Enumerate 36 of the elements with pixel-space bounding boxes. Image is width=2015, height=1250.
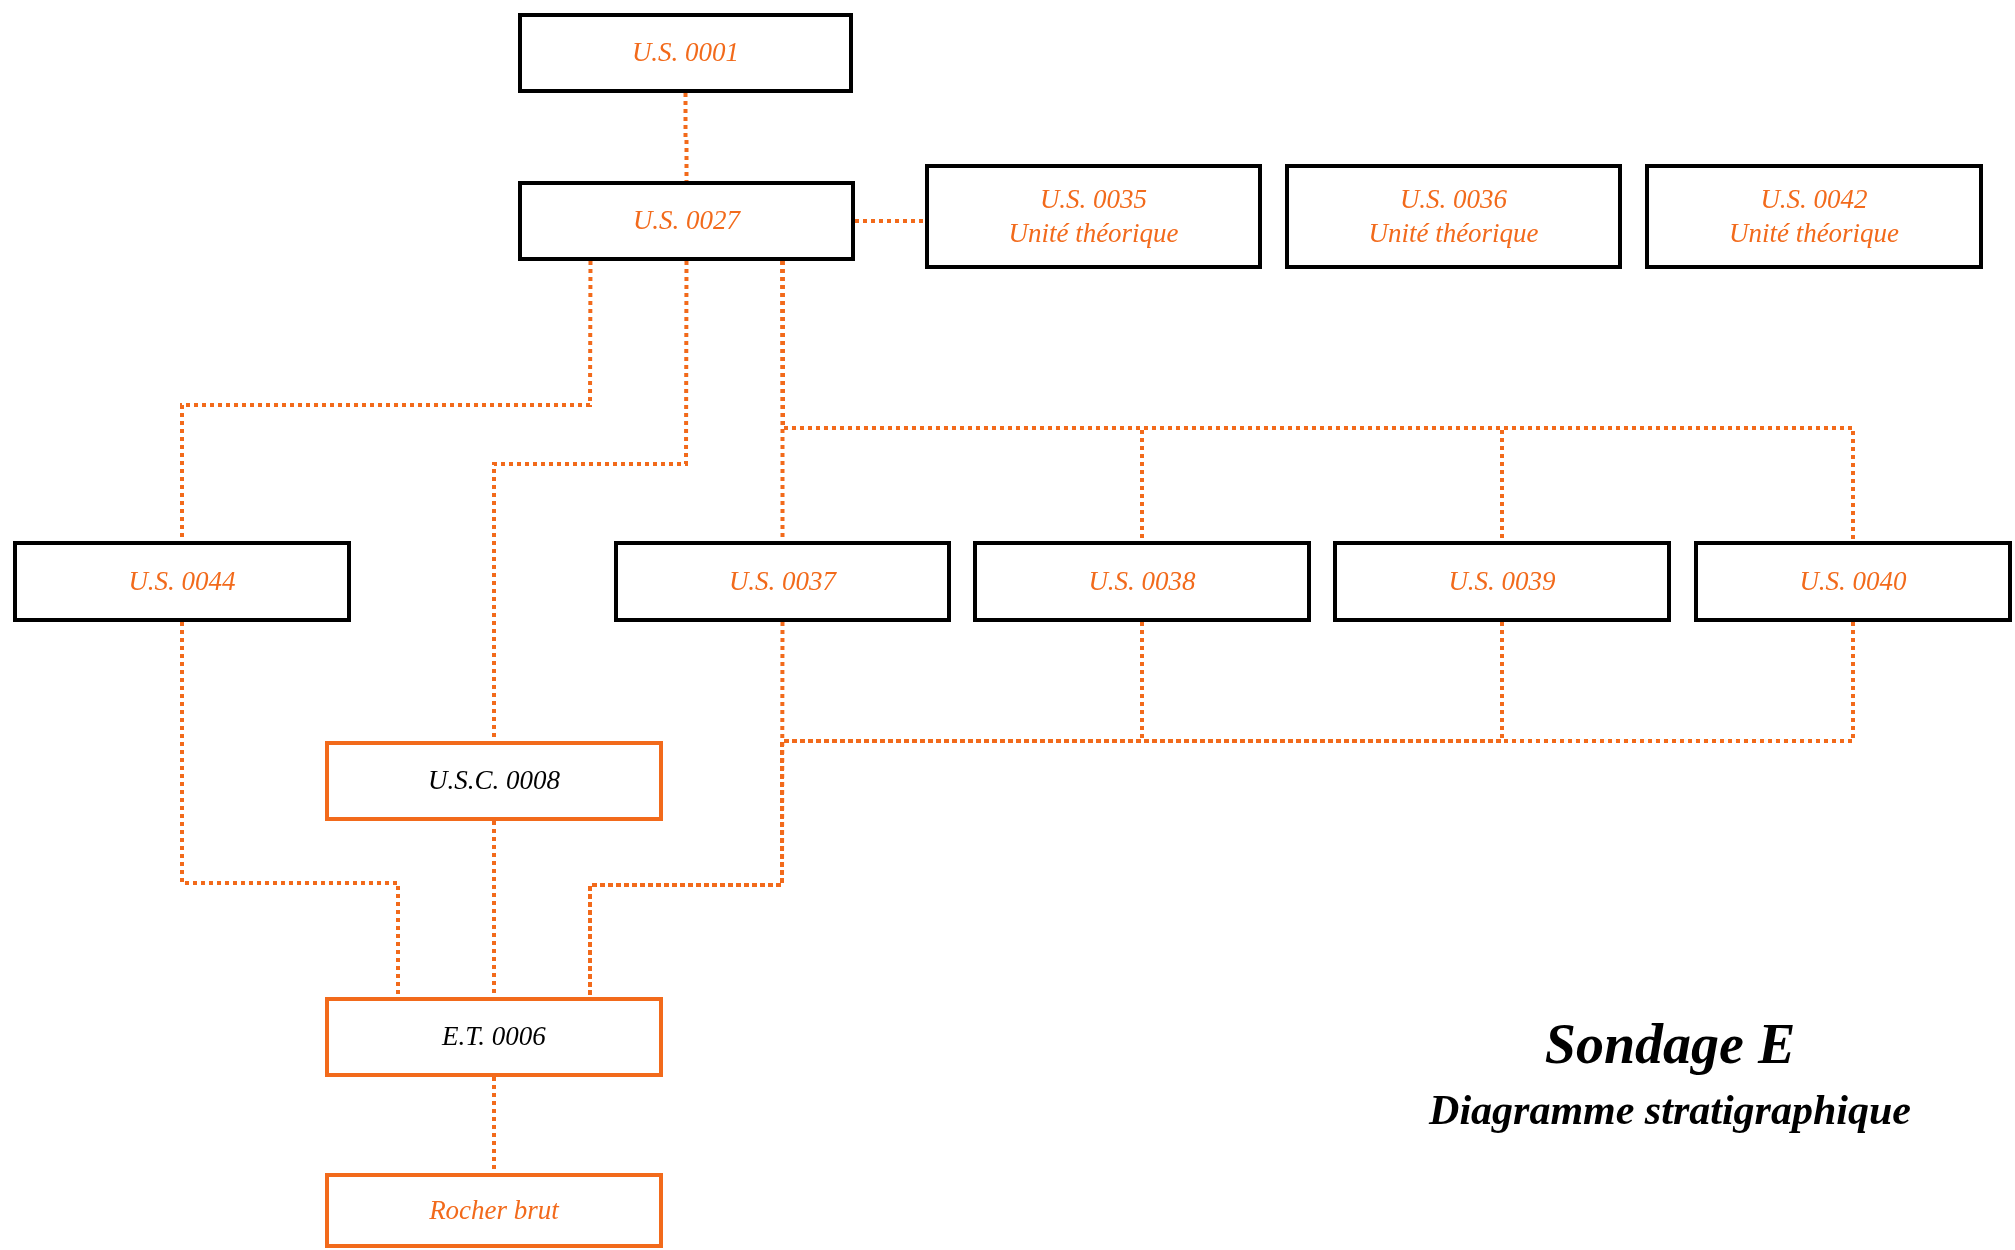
unit-label: U.S. 0042: [1760, 182, 1868, 216]
unit-box: [518, 13, 853, 93]
unit-label: U.S.C. 0008: [428, 764, 560, 798]
dotted-connector: [180, 622, 400, 997]
diagram-title: Sondage E: [1543, 1012, 1797, 1076]
unit-label: Unité théorique: [1368, 216, 1539, 250]
unit-box: [325, 1173, 663, 1248]
unit-label: U.S. 0035: [1039, 182, 1148, 216]
dotted-connector: [780, 261, 1855, 541]
unit-box: [1285, 164, 1622, 269]
unit-label: U.S. 0040: [1799, 564, 1907, 598]
diagram-subtitle: Diagramme stratigraphique: [1427, 1086, 1912, 1134]
unit-label: Unité théorique: [1728, 216, 1900, 250]
unit-label: U.S. 0001: [631, 36, 740, 70]
unit-label: U.S. 0038: [1088, 564, 1196, 598]
unit-box: [1645, 164, 1983, 269]
unit-label: U.S. 0036: [1399, 182, 1508, 216]
unit-label: U.S. 0044: [128, 564, 236, 598]
unit-box: [518, 181, 855, 261]
unit-label: U.S. 0027: [632, 204, 741, 238]
unit-label: Unité théorique: [1008, 216, 1179, 250]
unit-label: U.S. 0039: [1448, 564, 1556, 598]
unit-label: E.T. 0006: [442, 1020, 546, 1054]
dotted-connector: [588, 622, 1855, 997]
dotted-connector: [855, 219, 925, 223]
unit-box: [1333, 541, 1671, 622]
unit-box: [925, 164, 1262, 269]
unit-box: [1694, 541, 2012, 622]
unit-box: [614, 541, 951, 622]
unit-label: Rocher brut: [429, 1193, 559, 1227]
unit-box: [13, 541, 351, 622]
unit-box: [325, 997, 663, 1077]
unit-box: [973, 541, 1311, 622]
dotted-connector: [683, 93, 689, 181]
unit-box: [325, 741, 663, 821]
unit-label: U.S. 0037: [728, 564, 837, 598]
